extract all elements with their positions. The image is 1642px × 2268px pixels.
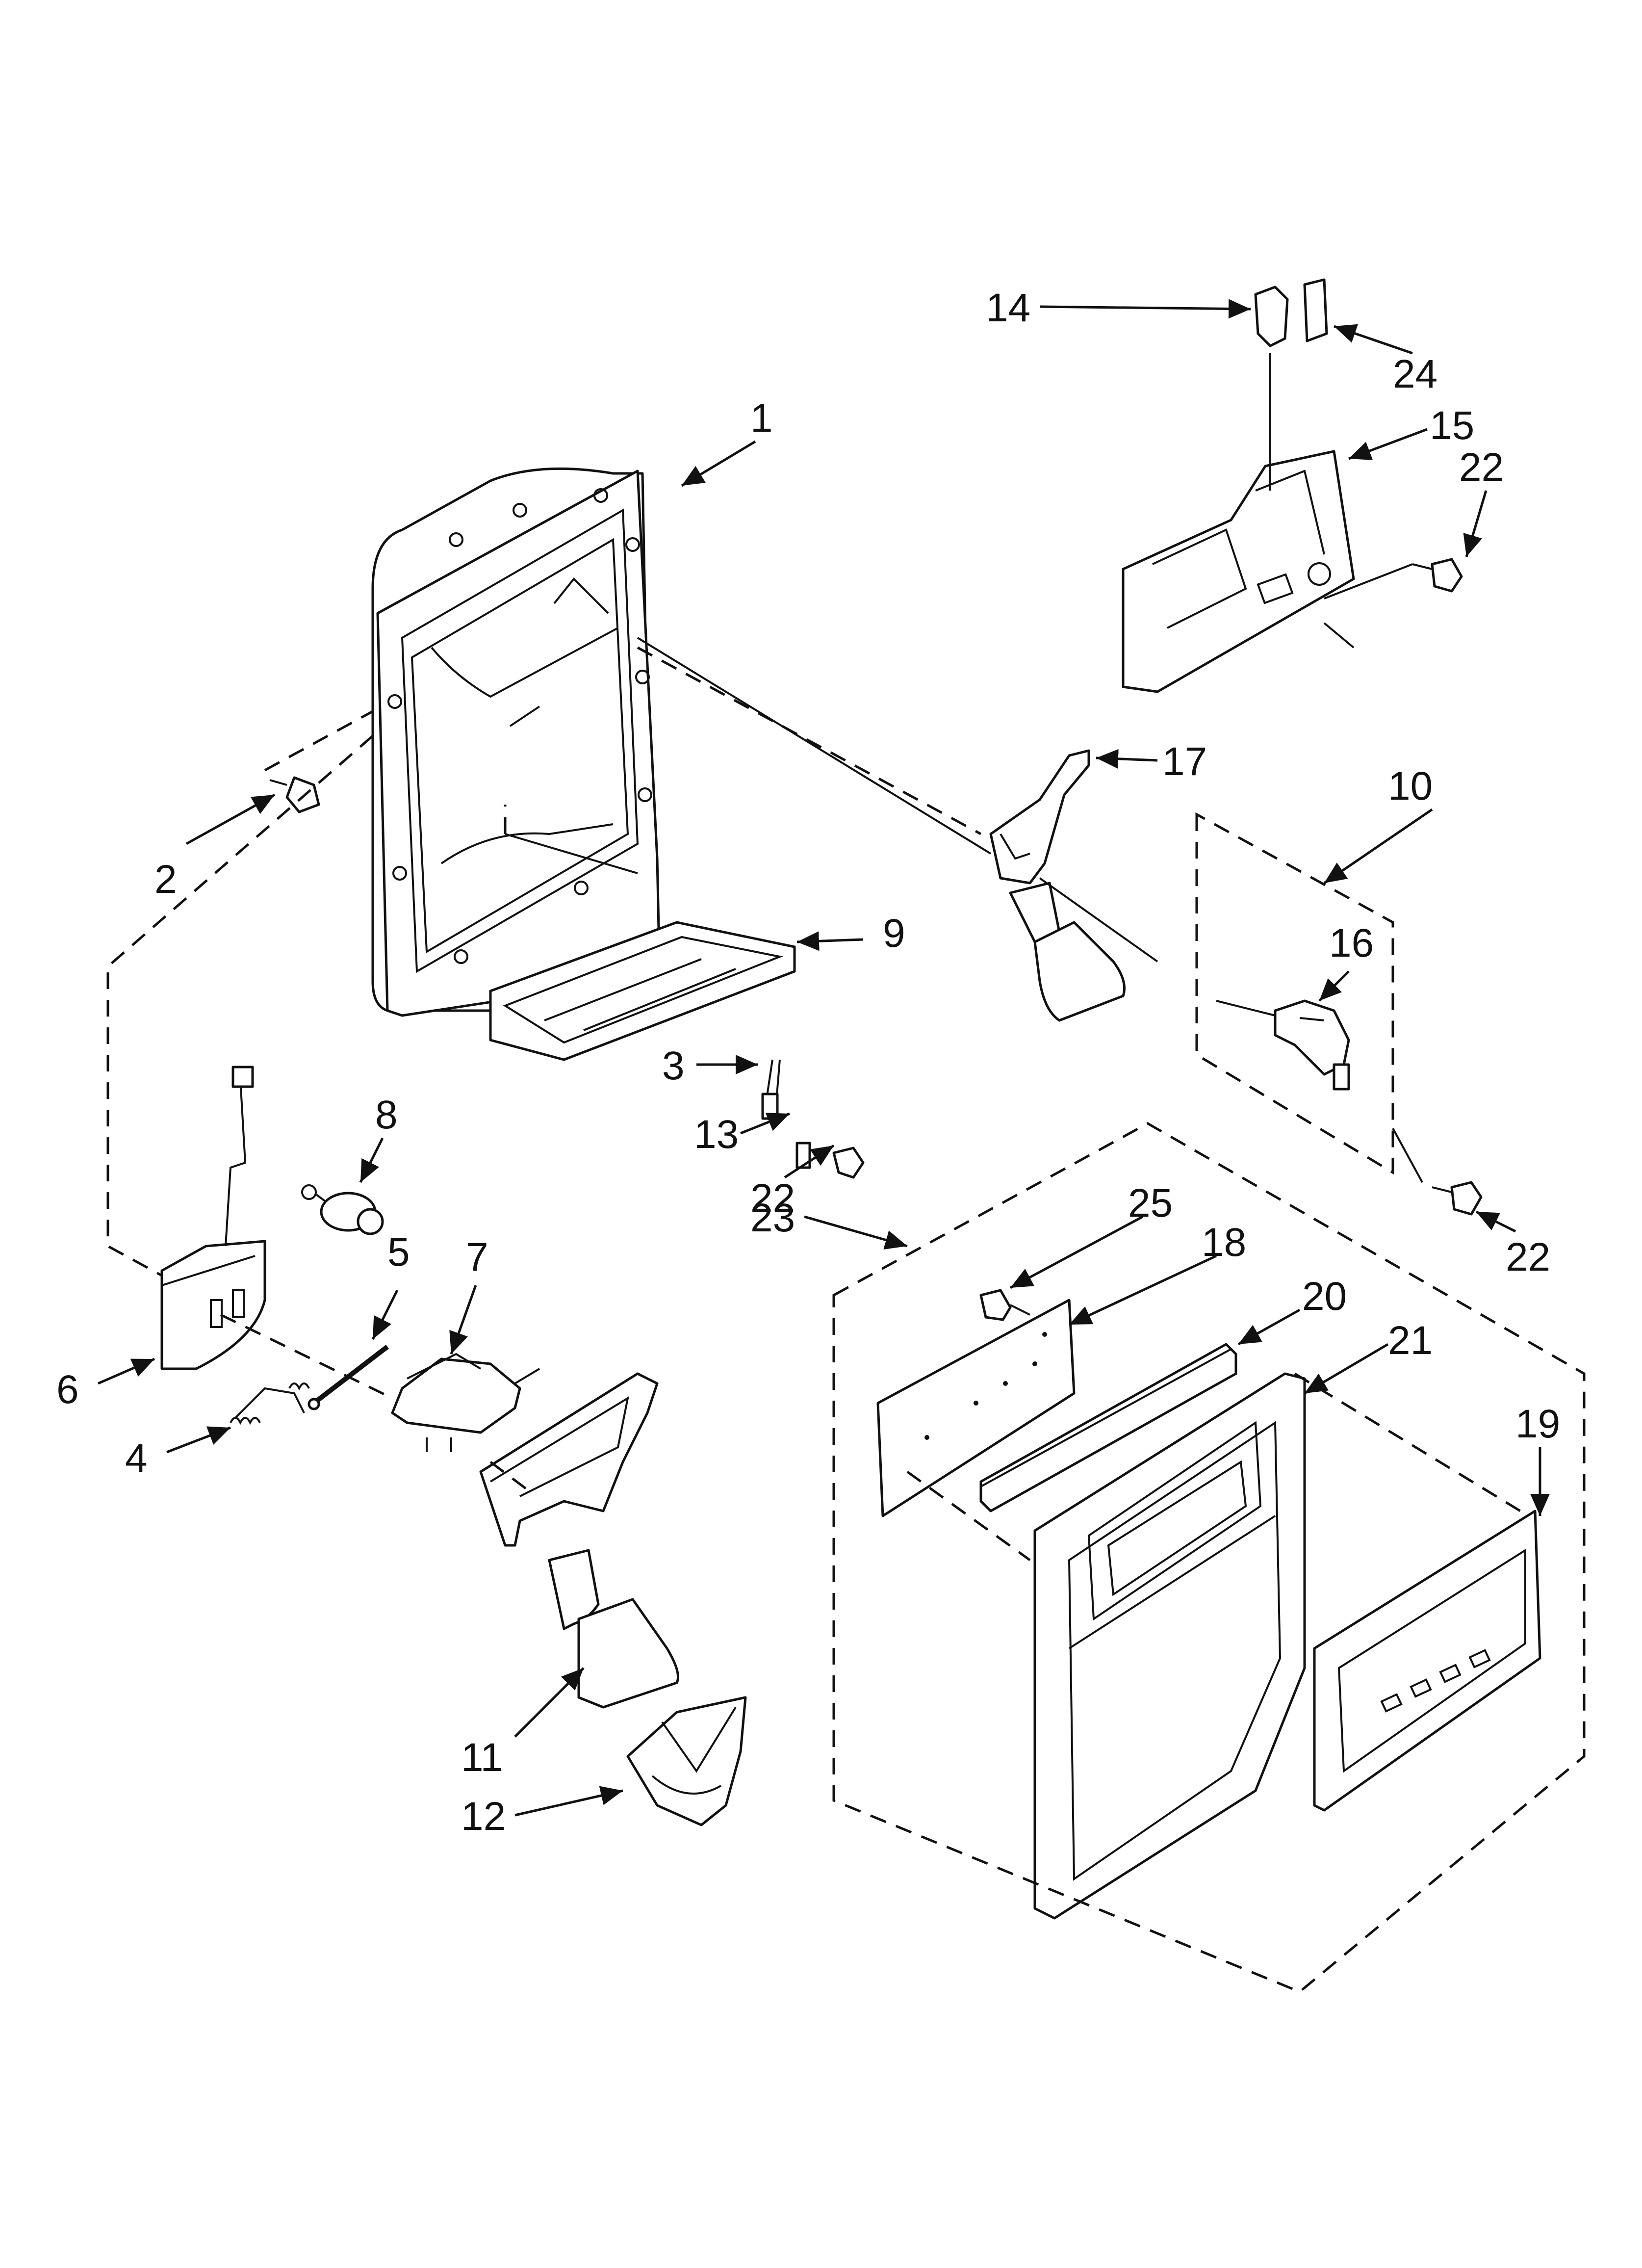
part-1-housing xyxy=(371,467,661,1017)
part-21-frame xyxy=(1033,1372,1306,1920)
part-8-solenoid xyxy=(301,1184,384,1235)
part-5-rod xyxy=(308,1345,389,1410)
part-6-control-box xyxy=(160,1066,266,1370)
callout-16: 16 xyxy=(1329,921,1374,965)
part-15-bracket xyxy=(1122,353,1355,693)
callout-8: 8 xyxy=(375,1093,398,1137)
callout-20: 20 xyxy=(1302,1274,1347,1319)
part-12-chute xyxy=(626,1696,747,1826)
callout-2: 2 xyxy=(154,857,177,902)
callout-4: 4 xyxy=(125,1436,148,1481)
callout-11: 11 xyxy=(461,1735,503,1780)
group-23-boundary xyxy=(832,1122,1586,1993)
part-20-strip xyxy=(979,1343,1237,1512)
callout-6: 6 xyxy=(56,1367,79,1412)
callout-7: 7 xyxy=(466,1235,488,1279)
part-14-24-switch xyxy=(1254,278,1328,347)
callout-22-middle: 22 xyxy=(750,1176,795,1221)
callout-13: 13 xyxy=(694,1112,739,1157)
part-22-screws xyxy=(1412,558,1483,1216)
callout-23: 23 xyxy=(750,1196,795,1240)
callout-labels: 1 2 3 4 5 6 7 8 9 10 11 12 13 14 15 16 1… xyxy=(56,286,1560,1839)
callout-22-top: 22 xyxy=(1459,445,1504,490)
part-3-13-clip-assembly xyxy=(761,1059,865,1179)
callout-1: 1 xyxy=(750,396,773,441)
part-4-spring xyxy=(230,1382,310,1425)
callout-18: 18 xyxy=(1202,1220,1246,1265)
part-11-ice-paddle xyxy=(479,1372,679,1709)
callout-5: 5 xyxy=(387,1230,410,1275)
assembly-lines xyxy=(106,563,1521,1562)
callout-25: 25 xyxy=(1128,1181,1173,1225)
leader-arrows xyxy=(98,299,1550,1817)
part-7-actuator xyxy=(391,1353,540,1452)
callout-19: 19 xyxy=(1515,1402,1560,1446)
callout-10: 10 xyxy=(1388,764,1433,808)
part-17-water-paddle xyxy=(989,749,1126,1022)
callout-12: 12 xyxy=(461,1794,506,1839)
callout-14: 14 xyxy=(986,286,1030,330)
callout-17: 17 xyxy=(1162,739,1207,784)
callout-24: 24 xyxy=(1393,352,1437,396)
callout-9: 9 xyxy=(883,911,905,956)
part-2-screw xyxy=(269,776,320,813)
part-25-18-board xyxy=(876,1289,1076,1517)
callout-3: 3 xyxy=(662,1043,685,1088)
callout-22-right: 22 xyxy=(1506,1235,1550,1279)
part-9-drip-tray xyxy=(489,921,796,1061)
callout-21: 21 xyxy=(1388,1318,1433,1363)
part-19-panel xyxy=(1313,1510,1541,1812)
part-16-lever xyxy=(1216,999,1350,1091)
callout-15: 15 xyxy=(1430,403,1474,448)
group-10-boundary xyxy=(1195,812,1394,1175)
